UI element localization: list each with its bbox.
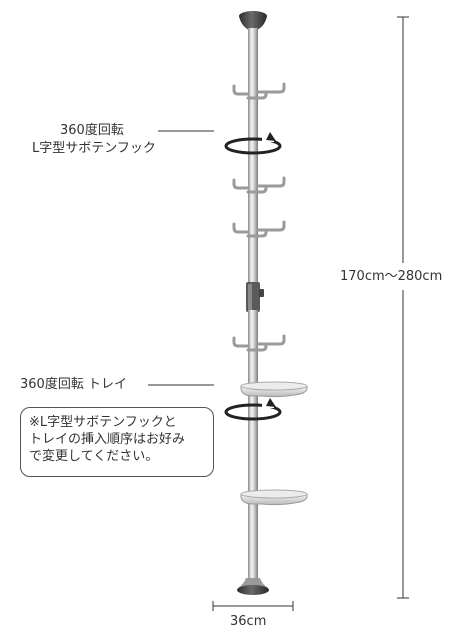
rotate-arrow-lower (224, 398, 282, 421)
cactus-hook-1 (232, 82, 286, 100)
cactus-hook-3 (232, 220, 286, 238)
note-line-2: トレイの挿入順序はお好み (29, 432, 186, 447)
pole-joint (246, 282, 264, 312)
height-dimension (397, 16, 409, 599)
rotate-tray-label: 360度回転 トレイ (20, 377, 127, 392)
height-range-label: 170cm〜280cm (340, 269, 443, 284)
tray-lower (240, 489, 308, 506)
note-line-1: ※L字型サボテンフックと (29, 415, 177, 430)
bottom-base (237, 578, 269, 595)
width-dimension (212, 601, 294, 611)
lower-pole (248, 310, 258, 590)
top-cap (239, 11, 267, 30)
insertion-order-note: ※L字型サボテンフックと トレイの挿入順序はお好み で変更してください。 (20, 407, 214, 477)
cactus-hook-2 (232, 176, 286, 194)
rotate-arrow-upper (224, 132, 282, 155)
tray-upper (240, 381, 308, 398)
rotate-hook-label-line1: 360度回転 (60, 123, 124, 138)
upper-pole (248, 28, 258, 290)
note-line-3: で変更してください。 (29, 449, 159, 464)
cactus-hook-4 (232, 334, 286, 352)
rotate-hook-label-line2: L字型サボテンフック (32, 141, 156, 156)
width-label: 36cm (230, 614, 267, 629)
